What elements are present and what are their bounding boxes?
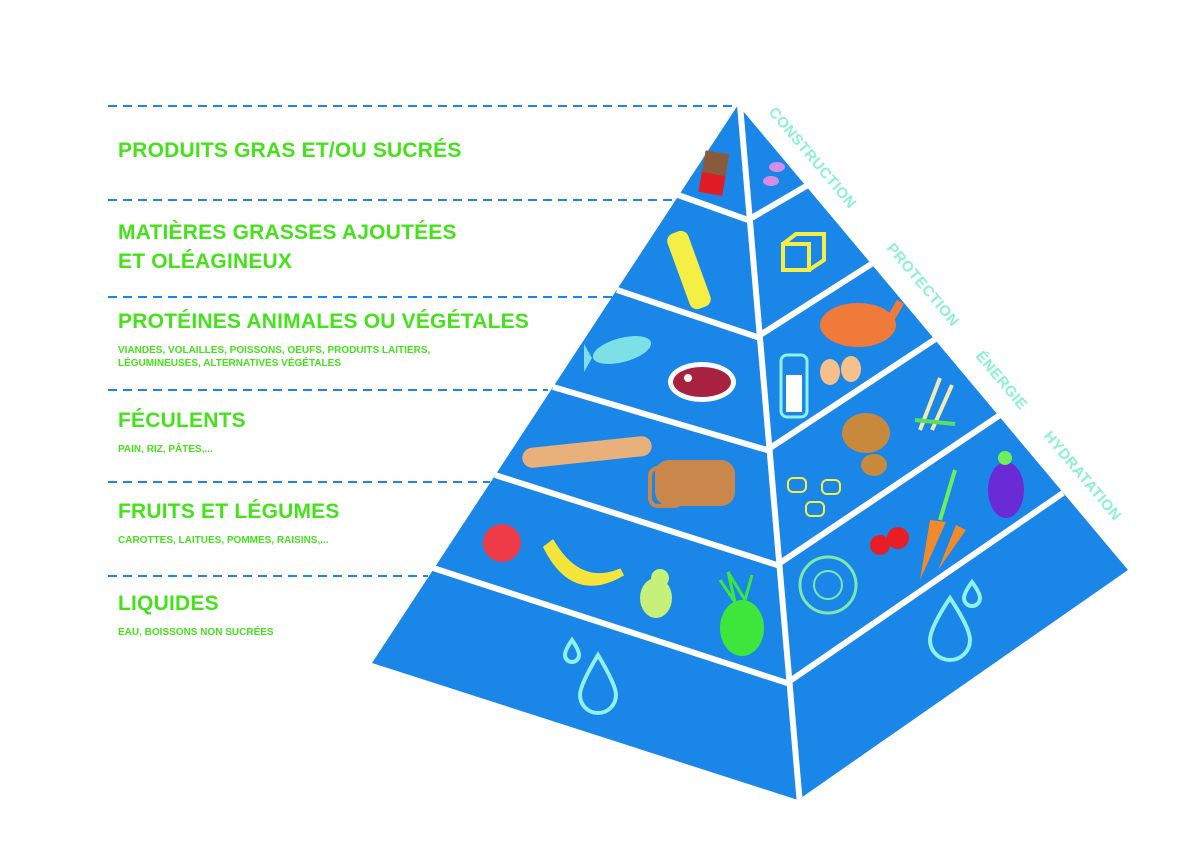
butter-icon	[781, 232, 826, 272]
milk-bottle-icon	[779, 353, 809, 419]
layer-line	[616, 260, 875, 341]
level-subtitle: CAROTTES, LAITUES, POMMES, RAISINS,...	[118, 535, 329, 546]
water-drop-icon	[562, 578, 983, 715]
level-title: FÉCULENTS	[118, 409, 246, 432]
pasta-icon	[787, 477, 841, 517]
lettuce-icon	[798, 555, 858, 615]
level-label-liquids: LIQUIDES EAU, BOISSONS NON SUCRÉES	[118, 589, 274, 639]
steak-icon	[668, 362, 736, 402]
pyramid-right-face	[738, 105, 1128, 800]
level-label-proteins: PROTÉINES ANIMALES OU VÉGÉTALES VIANDES,…	[118, 307, 529, 370]
baguette-icon	[522, 436, 652, 468]
pear-icon	[640, 569, 672, 618]
bread-icon	[648, 460, 735, 508]
fish-icon	[584, 336, 652, 372]
tomato-icon	[870, 527, 909, 555]
potato-icon	[842, 413, 890, 476]
eggs-icon	[820, 356, 861, 385]
level-subtitle: VIANDES, VOLAILLES, POISSONS, OEUFS, PRO…	[118, 345, 431, 369]
level-label-fruits-vegetables: FRUITS ET LÉGUMES CAROTTES, LAITUES, POM…	[118, 497, 340, 547]
wheat-icon	[914, 377, 956, 431]
level-label-starches: FÉCULENTS PAIN, RIZ, PÂTES,...	[118, 406, 246, 456]
layer-line	[552, 335, 939, 454]
chicken-icon	[820, 299, 904, 347]
banana-icon	[542, 539, 625, 586]
chocolate-icon	[698, 150, 730, 196]
apple-icon	[483, 524, 521, 562]
layer-line	[676, 182, 810, 224]
level-title: LIQUIDES	[118, 592, 219, 615]
candy-icon	[763, 162, 785, 186]
level-title: FRUITS ET LÉGUMES	[118, 500, 340, 523]
level-label-fats-sugars: PRODUITS GRAS ET/OU SUCRÉS	[118, 136, 462, 165]
level-title: MATIÈRES GRASSES AJOUTÉES ET OLÉAGINEUX	[118, 221, 457, 273]
level-title: PROTÉINES ANIMALES OU VÉGÉTALES	[118, 310, 530, 333]
level-subtitle: EAU, BOISSONS NON SUCRÉES	[118, 627, 274, 638]
carrot-icon	[920, 469, 966, 580]
layer-line	[494, 412, 1002, 569]
layer-line	[432, 490, 1065, 687]
eggplant-icon	[988, 451, 1024, 518]
pineapple-icon	[718, 571, 764, 656]
layer-dividers	[432, 104, 1065, 806]
level-subtitle: PAIN, RIZ, PÂTES,...	[118, 444, 213, 455]
level-label-added-fats: MATIÈRES GRASSES AJOUTÉES ET OLÉAGINEUX	[118, 218, 457, 276]
dashed-dividers	[108, 105, 738, 577]
level-title: PRODUITS GRAS ET/OU SUCRÉS	[118, 139, 462, 162]
oil-bottle-icon	[667, 230, 711, 310]
